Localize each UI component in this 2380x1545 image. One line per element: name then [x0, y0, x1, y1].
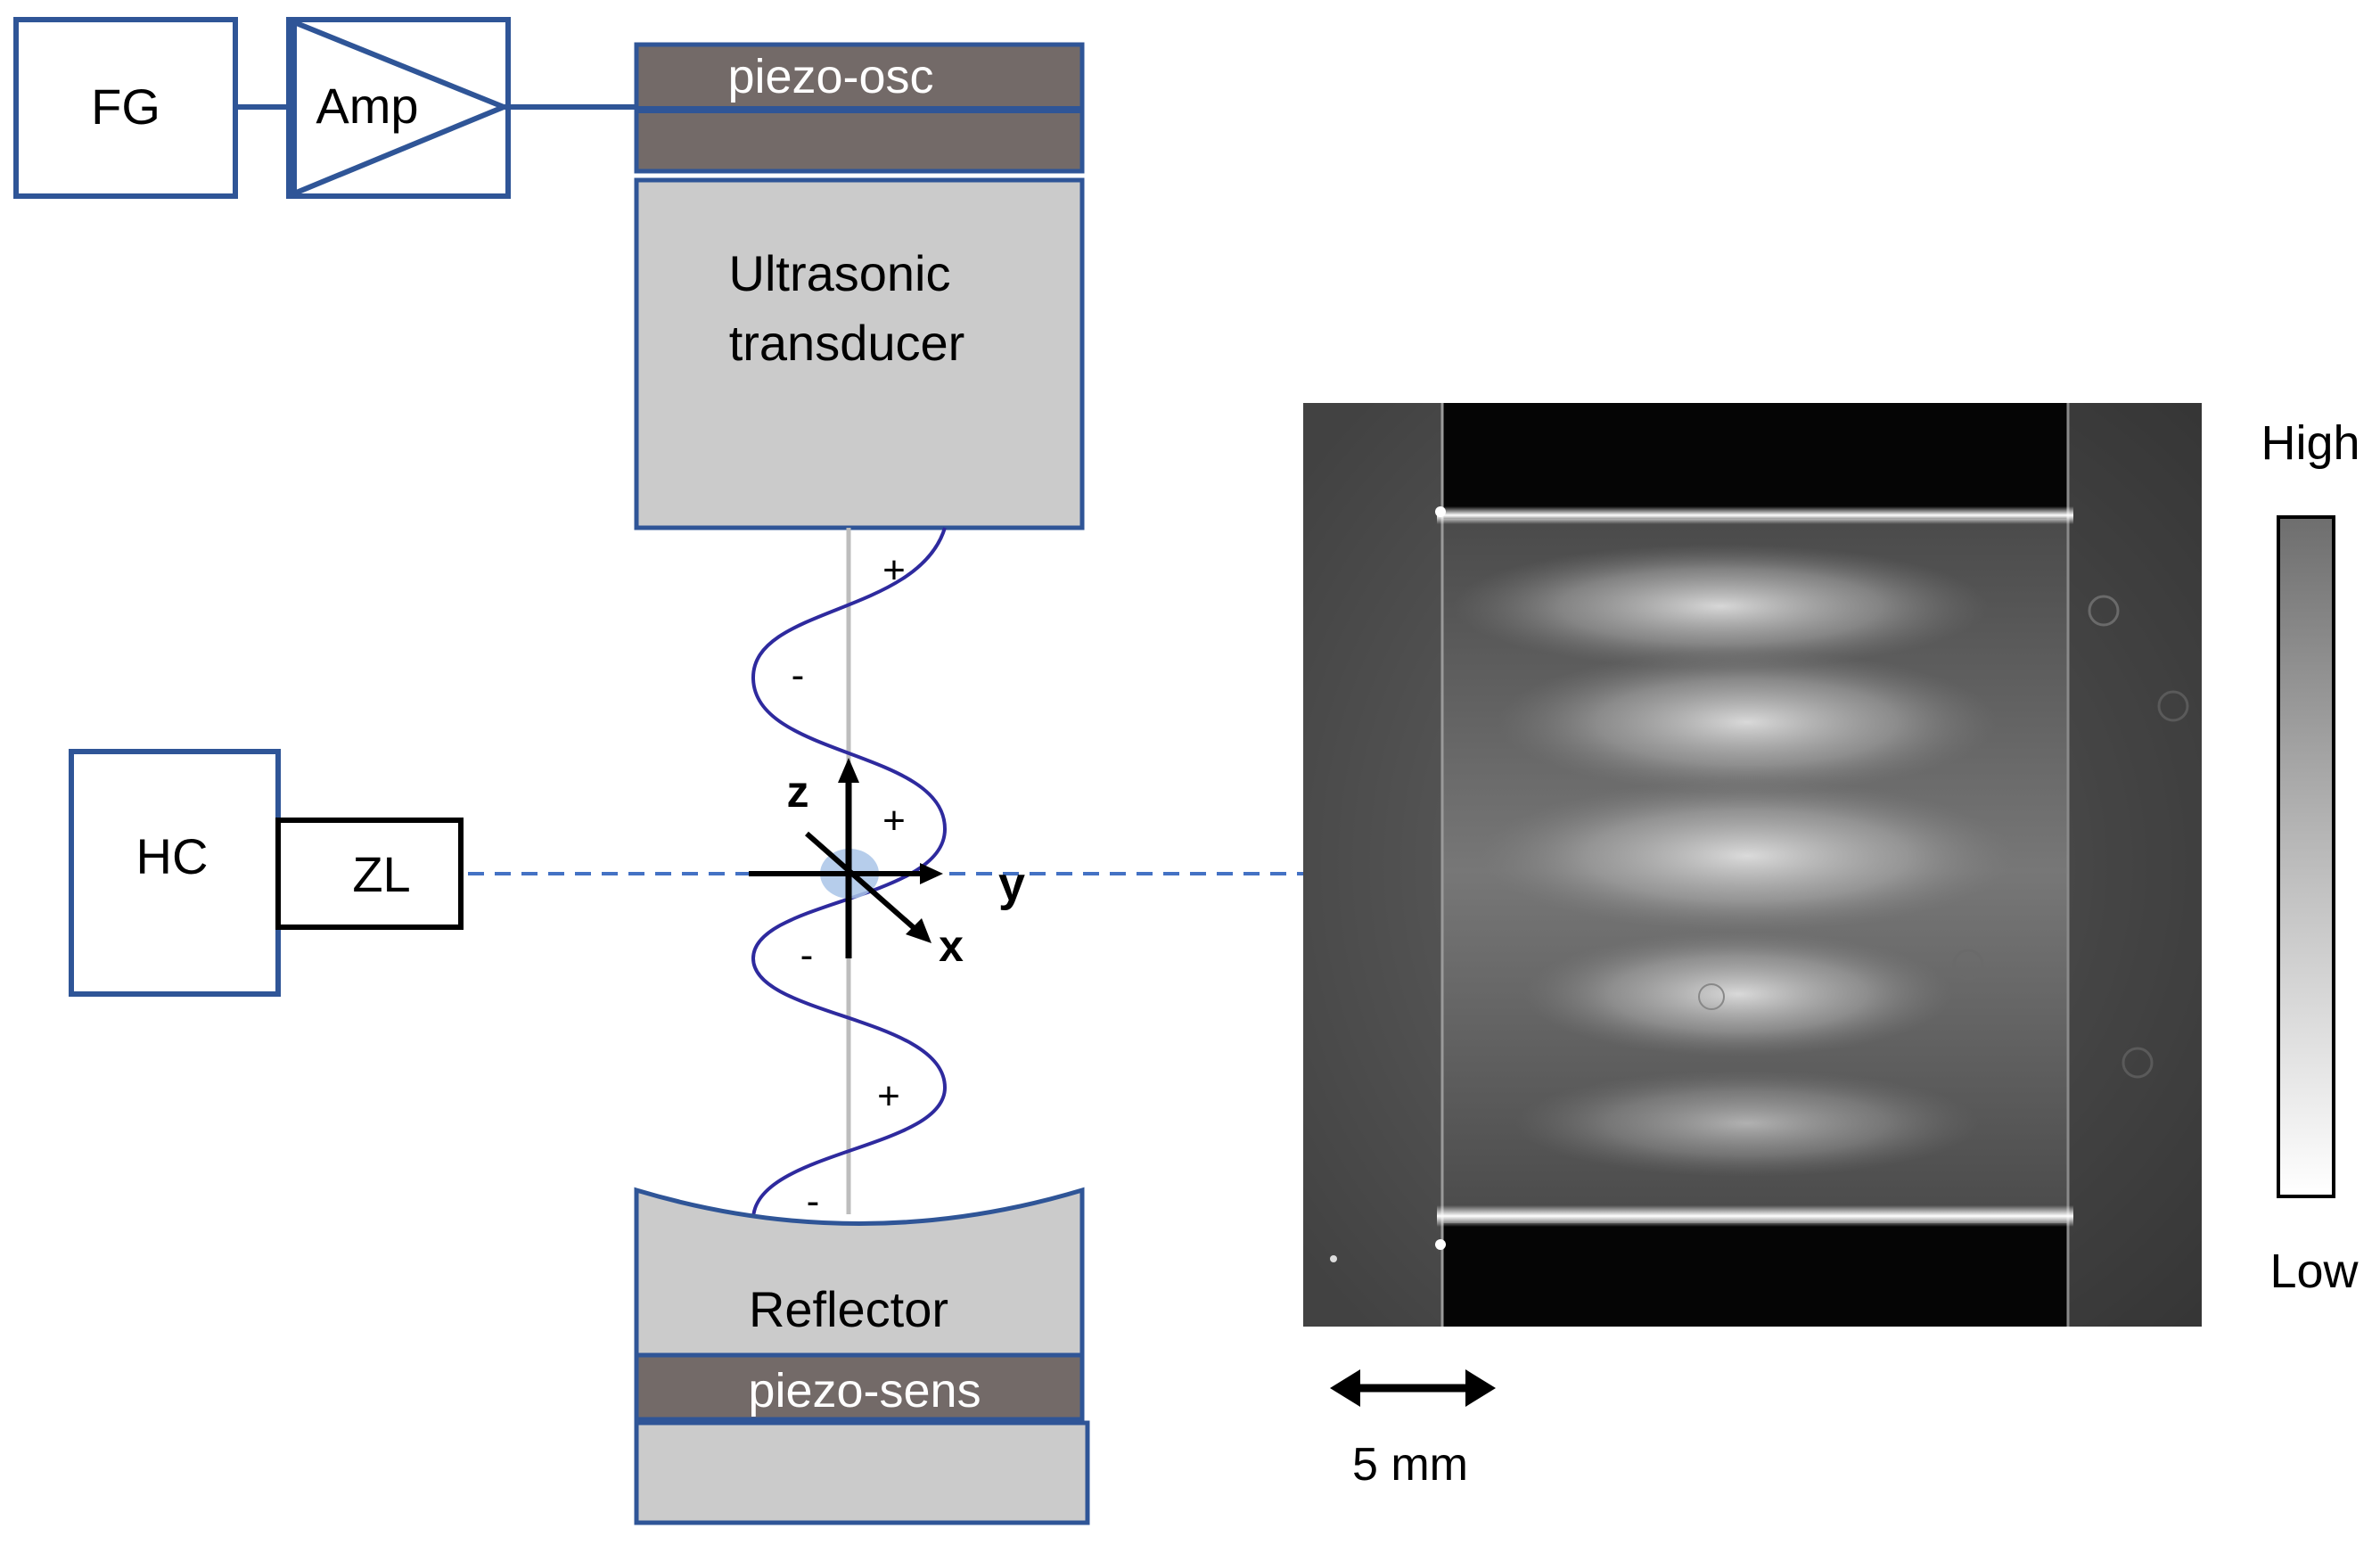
scale-label: 5 mm — [1352, 1439, 1468, 1491]
piezo-sensor: piezo-sens — [634, 1352, 1090, 1525]
transducer-label-line1: Ultrasonic — [729, 245, 951, 301]
function-generator: FG — [13, 17, 238, 199]
piezo-oscillator: piezo-osc — [634, 42, 1085, 174]
sign-minus-3: - — [807, 1179, 820, 1223]
sign-plus-2: + — [882, 799, 906, 842]
camera-image — [1303, 403, 2202, 1327]
colorbar-high-label: High — [2261, 416, 2359, 470]
axis-x-label: x — [939, 921, 964, 971]
transducer-label-line2: transducer — [729, 315, 965, 371]
piezo-osc-label: piezo-osc — [727, 50, 933, 103]
ultrasonic-transducer: Ultrasonic transducer — [634, 177, 1085, 530]
sign-minus-1: - — [792, 653, 805, 697]
reflector: Reflector — [634, 1187, 1085, 1358]
hc-label: HC — [136, 828, 209, 884]
colorbar: High Low — [2261, 416, 2359, 1298]
amp-label: Amp — [316, 78, 418, 134]
zoom-lens: ZL — [275, 818, 464, 930]
sign-minus-2: - — [800, 933, 814, 977]
axis-y-label: y — [998, 858, 1025, 911]
colorbar-gradient — [2277, 515, 2335, 1198]
xyz-axes-icon: z y x — [749, 758, 1025, 971]
amplifier: Amp — [286, 17, 511, 199]
piezo-sens-label: piezo-sens — [748, 1364, 981, 1418]
reflector-label: Reflector — [749, 1281, 948, 1337]
sign-plus-1: + — [882, 548, 906, 592]
amplifier-triangle-icon — [291, 18, 511, 198]
double-arrow-icon — [1330, 1369, 1496, 1407]
axis-z-label: z — [787, 767, 809, 817]
high-speed-camera: HC — [69, 749, 281, 997]
fg-label: FG — [91, 78, 160, 135]
sign-plus-3: + — [877, 1074, 900, 1118]
zl-label: ZL — [352, 846, 410, 902]
colorbar-low-label: Low — [2269, 1245, 2359, 1298]
